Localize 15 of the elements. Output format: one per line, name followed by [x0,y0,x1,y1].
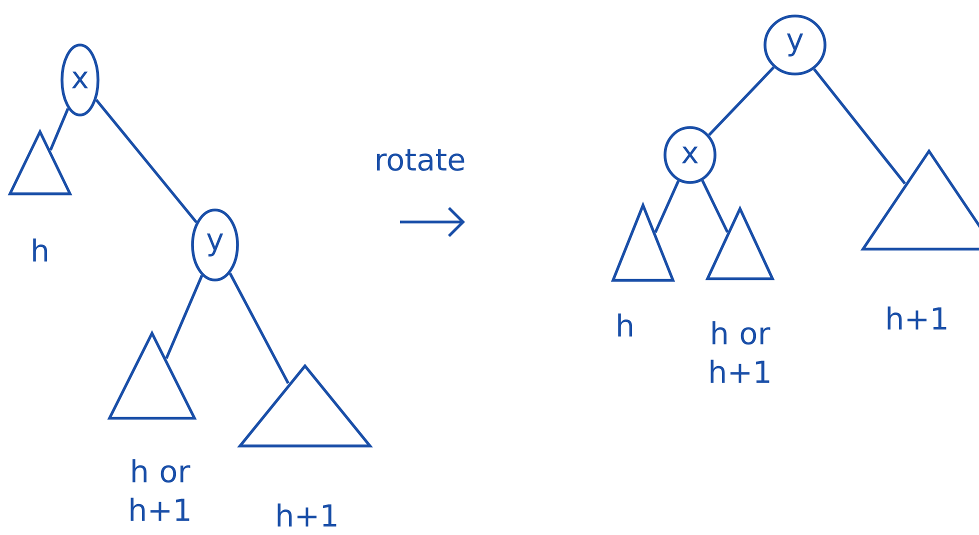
tree-edge [95,98,198,224]
tree-edge [49,108,70,151]
height-label: h+1 [888,306,946,330]
rotate-label: rotate [377,149,464,171]
tree-edge [701,180,729,233]
tree-edge [708,66,775,136]
tree-edge [228,272,290,384]
height-label: h+1 [278,503,336,527]
tree-edge [165,274,204,360]
height-label: h [618,313,632,337]
height-label: h [33,238,48,262]
tree-edge [654,180,680,234]
height-label: h or h+1 [710,321,770,383]
tree-edge [813,68,906,184]
height-label: h or h+1 [130,459,190,521]
